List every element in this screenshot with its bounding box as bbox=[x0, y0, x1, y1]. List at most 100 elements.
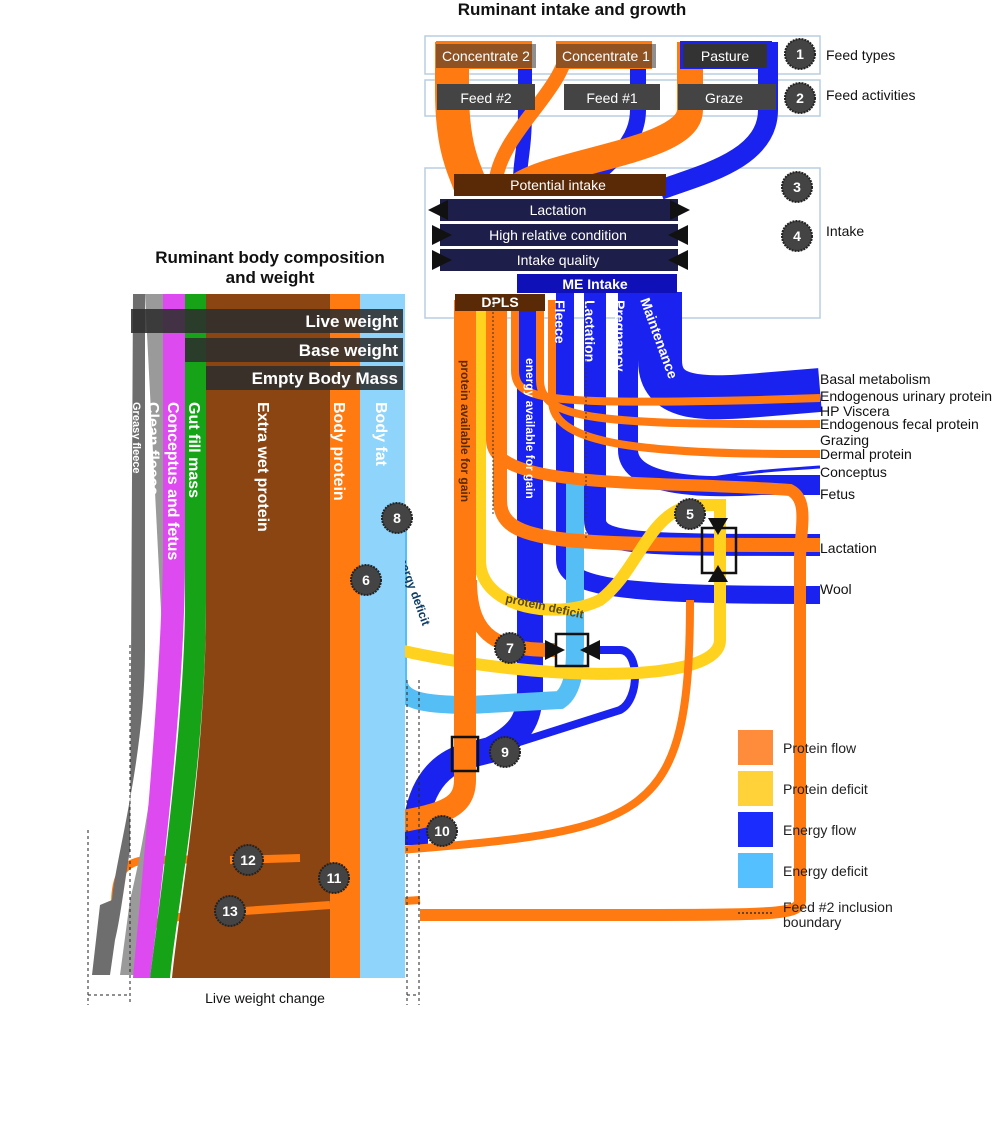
output-basal-metabolism: Basal metabolism bbox=[820, 371, 931, 387]
label-feed-types: Feed types bbox=[826, 47, 895, 63]
svg-text:12: 12 bbox=[240, 852, 256, 868]
output-hp-viscera: HP Viscera bbox=[820, 403, 890, 419]
band-high-condition-arrow-left bbox=[432, 225, 452, 245]
svg-text:5: 5 bbox=[686, 506, 694, 522]
feed-activity-feed2: Feed #2 bbox=[460, 90, 512, 106]
feed-activity-feed1: Feed #1 bbox=[586, 90, 638, 106]
flow-label-energy-gain: energy available for gain bbox=[523, 358, 537, 499]
col-label-body-fat: Body fat bbox=[372, 402, 389, 467]
badge-1: 1 bbox=[784, 38, 816, 70]
energy-flow-pasture bbox=[656, 42, 778, 200]
svg-text:13: 13 bbox=[222, 903, 238, 919]
svg-text:3: 3 bbox=[793, 179, 801, 195]
output-conceptus: Conceptus bbox=[820, 464, 887, 480]
svg-text:11: 11 bbox=[327, 870, 342, 886]
body-weight-bars: Live weight Base weight Empty Body Mass bbox=[131, 309, 403, 390]
bar-empty-body-mass-box bbox=[206, 366, 403, 390]
output-endogenous-fecal: Endogenous fecal protein bbox=[820, 416, 979, 432]
column-greasy-fleece bbox=[92, 294, 145, 975]
band-lactation: Lactation bbox=[530, 202, 587, 218]
badge-9: 9 bbox=[489, 736, 521, 768]
band-potential-intake-box bbox=[454, 174, 666, 196]
bar-base-weight-box bbox=[185, 338, 403, 362]
band-intake-quality-arrow-right bbox=[668, 250, 688, 270]
svg-text:9: 9 bbox=[501, 744, 509, 760]
feed-activity-graze-box[interactable] bbox=[678, 84, 776, 110]
svg-text:1: 1 bbox=[796, 46, 804, 62]
legend-swatch-protein-deficit bbox=[738, 771, 773, 806]
me-intake-label: ME Intake bbox=[562, 276, 628, 292]
svg-text:6: 6 bbox=[362, 572, 370, 588]
badge-4: 4 bbox=[781, 220, 813, 252]
label-live-weight-change: Live weight change bbox=[205, 990, 325, 1006]
output-dermal-protein: Dermal protein bbox=[820, 446, 912, 462]
me-intake-box bbox=[517, 274, 677, 293]
band-high-condition: High relative condition bbox=[489, 227, 627, 243]
bar-live-weight: Live weight bbox=[305, 312, 398, 331]
dpls-label: DPLS bbox=[481, 294, 518, 310]
legend-label-protein-flow: Protein flow bbox=[783, 740, 857, 756]
band-intake-quality-box bbox=[440, 249, 678, 271]
col-label-greasy-fleece: Greasy fleece bbox=[130, 402, 142, 474]
legend-swatch-protein-flow bbox=[738, 730, 773, 765]
legend-swatch-energy-deficit bbox=[738, 853, 773, 888]
col-label-clean-fleece: Clean fleece bbox=[144, 402, 161, 495]
badge-7: 7 bbox=[494, 632, 526, 664]
svg-text:2: 2 bbox=[796, 90, 804, 106]
feed-type-concentrate1: Concentrate 1 bbox=[562, 48, 650, 64]
protein-urinary bbox=[536, 300, 821, 429]
col-label-gut-fill: Gut fill mass bbox=[185, 402, 202, 498]
svg-text:10: 10 bbox=[434, 823, 450, 839]
legend-label-boundary-2: boundary bbox=[783, 914, 841, 930]
feed-type-concentrate1-box[interactable] bbox=[556, 44, 656, 68]
feed-type-pasture-box[interactable] bbox=[683, 44, 767, 68]
protein-dermal bbox=[548, 300, 821, 459]
legend-label-boundary-1: Feed #2 inclusion bbox=[783, 899, 893, 915]
bar-live-weight-box bbox=[131, 309, 403, 333]
energy-col-pregnancy: Pregnancy bbox=[612, 300, 628, 372]
output-endogenous-urinary: Endogenous urinary protein bbox=[820, 388, 992, 404]
feed-type-concentrate2: Concentrate 2 bbox=[442, 48, 530, 64]
feed-activities-frame bbox=[424, 79, 821, 117]
junction-7-arrow-left bbox=[545, 640, 565, 660]
bar-empty-body-mass: Empty Body Mass bbox=[252, 369, 398, 388]
feed-types-frame bbox=[424, 35, 821, 75]
flow-into-body-13 bbox=[229, 901, 331, 916]
feed-type-pasture: Pasture bbox=[701, 48, 749, 64]
energy-conceptus bbox=[699, 465, 821, 482]
body-columns bbox=[92, 294, 405, 978]
junction-box-9 bbox=[450, 735, 480, 773]
legend-label-protein-deficit: Protein deficit bbox=[783, 781, 868, 797]
junction-7-arrow-right bbox=[580, 640, 600, 660]
junction-5-arrow-bottom bbox=[708, 565, 728, 582]
badge-8: 8 bbox=[381, 502, 413, 534]
legend-label-energy-flow: Energy flow bbox=[783, 822, 857, 838]
feed-activity-feed1-box[interactable] bbox=[564, 84, 660, 110]
legend-swatch-energy-flow bbox=[738, 812, 773, 847]
output-labels: Basal metabolism Endogenous urinary prot… bbox=[820, 371, 992, 597]
band-high-condition-box bbox=[440, 224, 678, 246]
energy-col-lactation: Lactation bbox=[582, 300, 598, 362]
feed-activity-feed2-box[interactable] bbox=[437, 84, 535, 110]
badge-10: 10 bbox=[426, 815, 458, 847]
band-lactation-box bbox=[440, 199, 678, 221]
band-lactation-arrow-left bbox=[428, 200, 448, 220]
feed-activity-graze: Graze bbox=[705, 90, 743, 106]
svg-text:4: 4 bbox=[793, 228, 801, 244]
column-extra-wet-protein bbox=[172, 294, 330, 978]
dpls-box bbox=[455, 294, 545, 311]
label-feed-activities: Feed activities bbox=[826, 87, 915, 103]
live-weight-change-bracket bbox=[87, 645, 420, 1005]
badge-11: 11 bbox=[318, 862, 350, 894]
feed-activities-row: Feed #2 Feed #1 Graze bbox=[437, 84, 776, 110]
col-label-conceptus-fetus: Conceptus and fetus bbox=[164, 402, 181, 560]
output-grazing: Grazing bbox=[820, 432, 869, 448]
column-conceptus-fetus bbox=[133, 294, 185, 978]
output-wool: Wool bbox=[820, 581, 852, 597]
band-intake-quality-arrow-left bbox=[432, 250, 452, 270]
output-lactation: Lactation bbox=[820, 540, 877, 556]
output-fetus: Fetus bbox=[820, 486, 855, 502]
feed-type-concentrate2-box[interactable] bbox=[436, 44, 536, 68]
